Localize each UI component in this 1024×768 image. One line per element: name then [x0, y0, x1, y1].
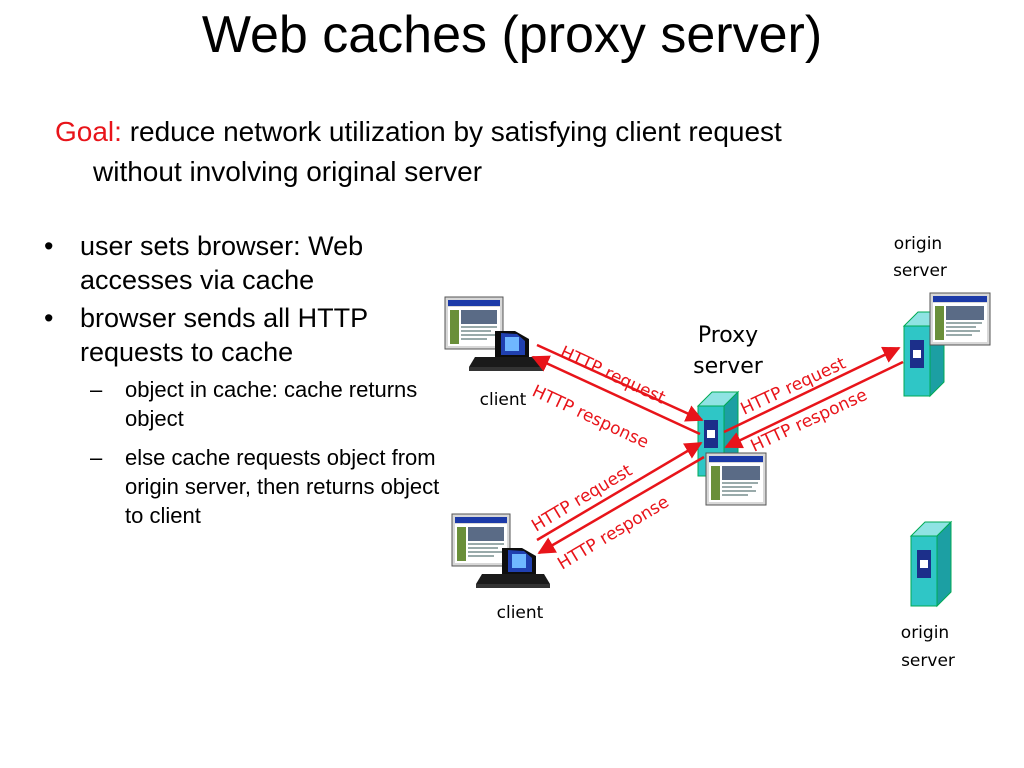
label-client-bottom: client — [497, 603, 544, 623]
arrow-response-origin — [724, 360, 904, 449]
sub-bullet-item: – else cache requests object from origin… — [80, 443, 449, 530]
label-client-top: client — [480, 390, 527, 410]
bullet-marker: • — [44, 303, 54, 333]
bullet-text: browser sends all HTTP requests to cache — [80, 303, 368, 367]
goal-text-line2: without involving original server — [93, 156, 483, 187]
bullet-item: • user sets browser: Web accesses via ca… — [44, 229, 449, 297]
sub-bullet-item: – object in cache: cache returns object — [80, 375, 449, 433]
goal-text-line1: reduce network utilization by satisfying… — [121, 116, 782, 147]
slide-title: Web caches (proxy server) — [201, 6, 823, 64]
origin-server-bottom-icon — [910, 521, 952, 607]
sub-bullet-text: else cache requests object from origin s… — [125, 445, 440, 528]
goal-statement: Goal: reduce network utilization by sati… — [55, 112, 955, 192]
bullet-marker: • — [44, 231, 54, 261]
arrow-request-origin — [723, 346, 901, 434]
bullet-text: user sets browser: Web accesses via cach… — [80, 231, 364, 295]
sub-bullet-list: – object in cache: cache returns object … — [80, 375, 449, 530]
label-origin-bottom-line2: server — [901, 651, 955, 671]
label-origin-bottom-line1: origin — [901, 623, 949, 643]
label-origin-top-line2: server — [893, 261, 947, 281]
client-top-computer-icon — [444, 296, 544, 372]
goal-label: Goal: — [55, 116, 122, 147]
label-proxy-line2: server — [693, 354, 764, 379]
label-proxy-line1: Proxy — [698, 323, 758, 348]
arrow-request-client-top — [536, 343, 704, 422]
label-origin-top-line1: origin — [894, 234, 942, 254]
arrow-response-client-bottom — [537, 455, 705, 555]
arrow-response-client-top — [531, 355, 701, 436]
bullet-list: • user sets browser: Web accesses via ca… — [44, 229, 449, 540]
sub-bullet-marker: – — [90, 445, 103, 470]
sub-bullet-marker: – — [90, 377, 103, 402]
sub-bullet-text: object in cache: cache returns object — [125, 377, 418, 431]
bullet-item: • browser sends all HTTP requests to cac… — [44, 301, 449, 530]
origin-server-top-icon — [903, 292, 991, 397]
arrow-request-client-bottom — [536, 441, 703, 542]
